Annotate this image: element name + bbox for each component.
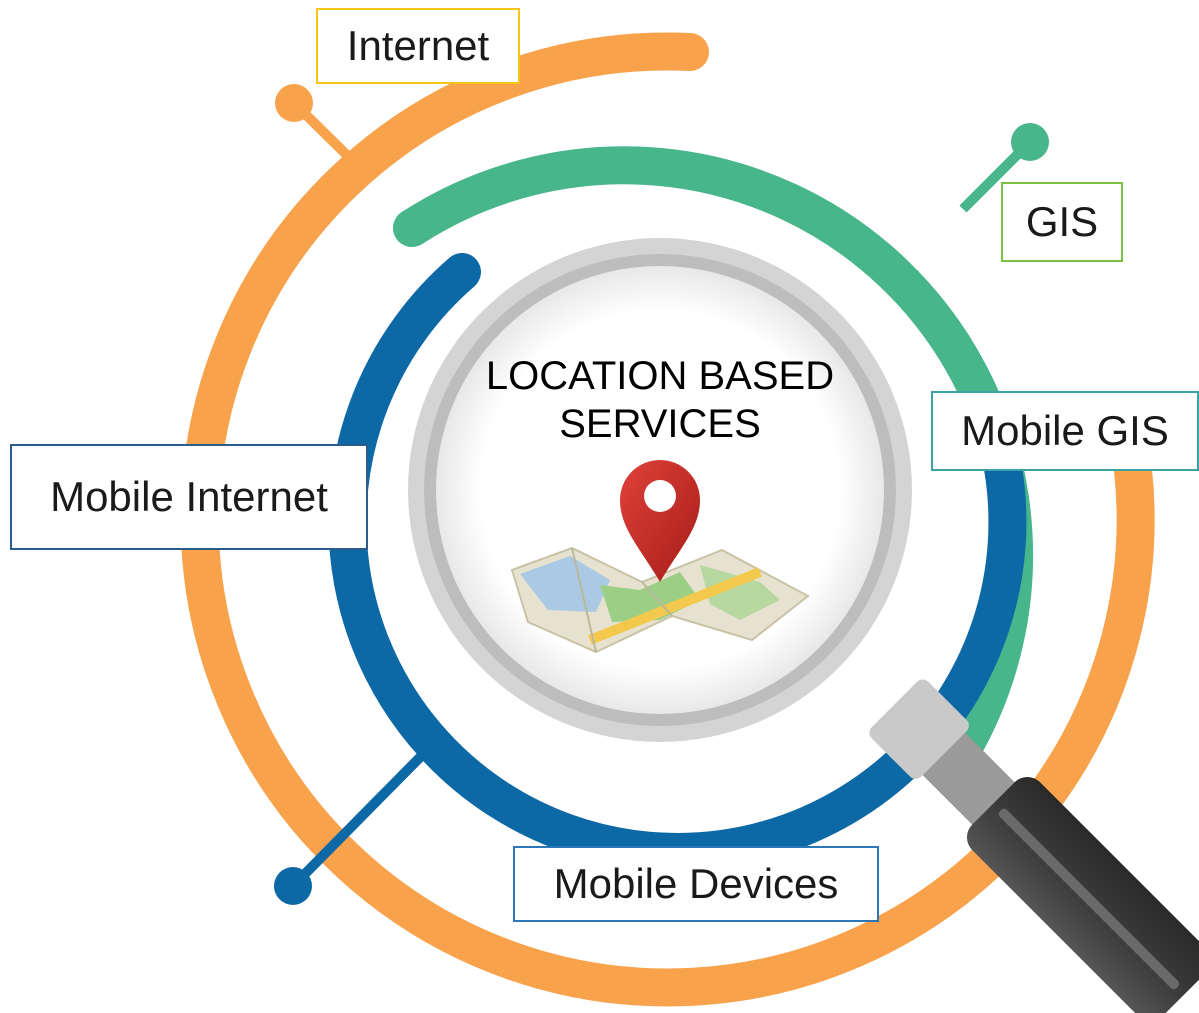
map-pin-icon (620, 460, 700, 582)
folded-map-icon (510, 546, 810, 654)
internet-connector-dot (275, 84, 313, 122)
gis-label: GIS (1001, 182, 1123, 262)
mobile-internet-connector-dot (274, 867, 312, 905)
mobile-internet-label: Mobile Internet (10, 444, 368, 550)
gis-connector-dot (1011, 123, 1049, 161)
mobile-internet-connector (289, 731, 446, 890)
center-title: LOCATION BASED SERVICES (430, 352, 890, 448)
mobile-devices-label: Mobile Devices (513, 846, 879, 922)
magnifier-collar (869, 679, 969, 779)
internet-label: Internet (316, 8, 520, 84)
center-title-line1: LOCATION BASED (485, 354, 835, 398)
mobile-gis-label: Mobile GIS (931, 391, 1199, 471)
center-title-line2: SERVICES (559, 402, 761, 446)
